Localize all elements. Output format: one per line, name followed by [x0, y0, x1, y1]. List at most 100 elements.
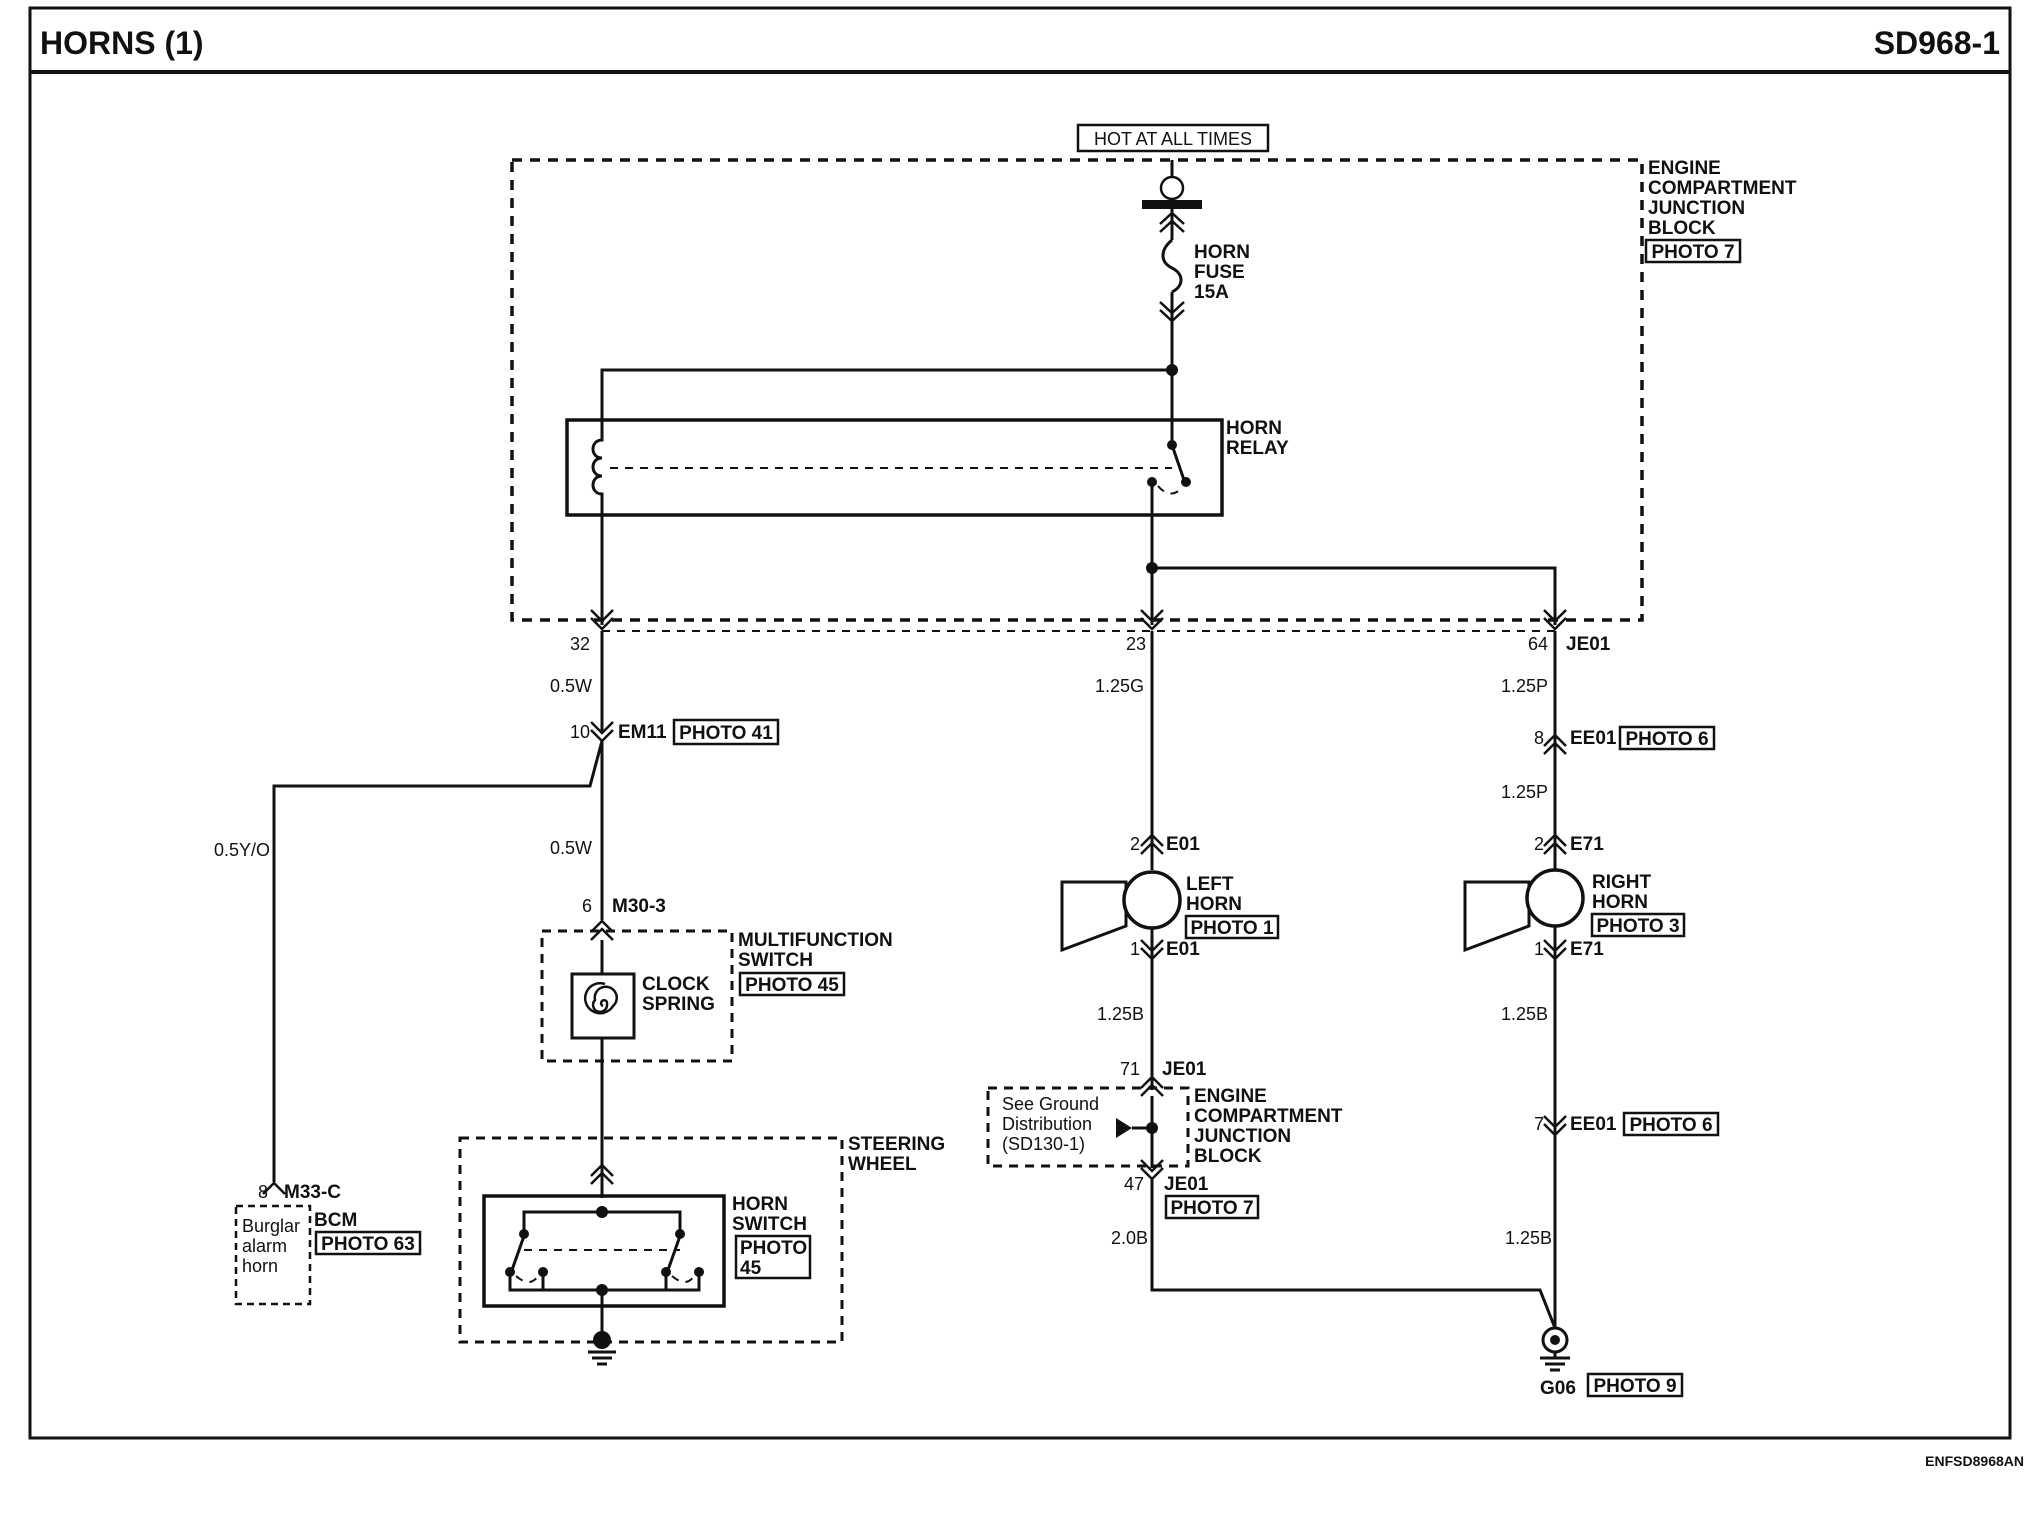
svg-text:PHOTO: PHOTO: [740, 1238, 807, 1259]
svg-text:(SD130-1): (SD130-1): [1002, 1134, 1085, 1154]
svg-text:Burglar: Burglar: [242, 1216, 300, 1236]
right-horn-icon: [1463, 868, 1585, 953]
connector-label: E01: [1166, 939, 1200, 960]
wire-label: 1.25B: [1505, 1228, 1552, 1248]
fuse-icon: [1161, 238, 1183, 294]
horn-switch-contacts-icon: [505, 1206, 704, 1296]
connector-icon: [1543, 1115, 1567, 1137]
connector-label: EE01: [1570, 728, 1617, 749]
horn-relay-box: [565, 418, 1224, 517]
wire-label: 1.25P: [1501, 782, 1548, 802]
pin-label: 1: [1130, 939, 1140, 959]
photo-ref: PHOTO 7: [1170, 1198, 1253, 1219]
svg-text:HORN: HORN: [1226, 418, 1282, 439]
pin-label: 1: [1534, 939, 1544, 959]
ground-ref-label: See Ground Distribution (SD130-1): [1002, 1094, 1099, 1154]
wire-label: 1.25B: [1097, 1004, 1144, 1024]
svg-text:HORN: HORN: [1186, 894, 1242, 915]
connector-label: EE01: [1570, 1114, 1617, 1135]
relay-coil-icon: [591, 430, 604, 625]
wire-label: 2.0B: [1111, 1228, 1148, 1248]
svg-text:JUNCTION: JUNCTION: [1648, 198, 1745, 219]
connector-label: M33-C: [284, 1182, 341, 1203]
svg-text:BLOCK: BLOCK: [1194, 1146, 1262, 1167]
svg-text:RIGHT: RIGHT: [1592, 872, 1652, 893]
svg-text:ENGINE: ENGINE: [1194, 1086, 1267, 1107]
ecjb2-label: ENGINE COMPARTMENT JUNCTION BLOCK: [1194, 1086, 1343, 1167]
connector-label: JE01: [1566, 634, 1611, 655]
svg-text:SWITCH: SWITCH: [738, 950, 813, 971]
photo-ref: PHOTO 6: [1625, 729, 1708, 750]
bcm-box: [234, 1204, 312, 1306]
steering-wheel-label: STEERING WHEEL: [848, 1134, 945, 1175]
photo-ref: PHOTO 63: [321, 1234, 415, 1255]
connector-icon: [1543, 733, 1567, 755]
fuse-label: HORN FUSE 15A: [1194, 242, 1250, 303]
ground-ref-box: [986, 1086, 1190, 1168]
wire-label: 1.25B: [1501, 1004, 1548, 1024]
connector-label: E71: [1570, 939, 1604, 960]
svg-text:JUNCTION: JUNCTION: [1194, 1126, 1291, 1147]
wire-label: 1.25P: [1501, 676, 1548, 696]
page-frame: [28, 6, 2012, 1440]
connector-icon: [1140, 833, 1164, 855]
wire-label: 0.5W: [550, 838, 592, 858]
svg-text:Distribution: Distribution: [1002, 1114, 1092, 1134]
right-horn-label: RIGHT HORN PHOTO 3: [1590, 872, 1686, 938]
page-code: SD968-1: [1874, 25, 2000, 61]
svg-text:PHOTO 45: PHOTO 45: [745, 975, 839, 996]
svg-text:45: 45: [740, 1258, 762, 1279]
bcm-label: BCM: [314, 1210, 357, 1231]
footer-code: ENFSD8968AN: [1925, 1453, 2024, 1469]
pin-label: 2: [1130, 834, 1140, 854]
svg-text:FUSE: FUSE: [1194, 262, 1245, 283]
svg-text:PHOTO 1: PHOTO 1: [1190, 918, 1273, 939]
connector-icon: [1543, 939, 1567, 961]
pin-label: 71: [1120, 1059, 1140, 1079]
pin-label: 47: [1124, 1174, 1144, 1194]
connector-icon: [1159, 301, 1185, 323]
power-label: HOT AT ALL TIMES: [1094, 129, 1252, 149]
steering-wheel-outline: [458, 1136, 844, 1344]
multifunction-switch-label: MULTIFUNCTION SWITCH PHOTO 45: [738, 930, 893, 997]
connector-icon: [262, 1181, 286, 1195]
connector-icon: [1140, 609, 1164, 631]
horn-switch-label: HORN SWITCH PHOTO 45: [732, 1194, 812, 1280]
svg-text:alarm: alarm: [242, 1236, 287, 1256]
photo-ref: PHOTO 6: [1629, 1115, 1712, 1136]
ground-icon: [588, 1331, 616, 1366]
photo-ref: PHOTO 41: [679, 723, 773, 744]
connector-label: JE01: [1164, 1174, 1209, 1195]
svg-text:LEFT: LEFT: [1186, 874, 1234, 895]
svg-text:HORN: HORN: [1592, 892, 1648, 913]
connector-icon: [590, 1163, 614, 1185]
pin-label: 32: [570, 634, 590, 654]
horn-switch-box: [482, 1194, 726, 1308]
horn-relay-label: HORN RELAY: [1226, 418, 1289, 459]
photo-ref: PHOTO 9: [1593, 1376, 1676, 1397]
wire-label: 1.25G: [1095, 676, 1144, 696]
connector-icon: [590, 919, 614, 941]
pin-label: 8: [1534, 728, 1544, 748]
svg-text:15A: 15A: [1194, 282, 1229, 303]
ground-label: G06: [1540, 1378, 1576, 1399]
svg-text:WHEEL: WHEEL: [848, 1154, 917, 1175]
pin-label: 2: [1534, 834, 1544, 854]
svg-text:COMPARTMENT: COMPARTMENT: [1648, 178, 1797, 199]
pin-label: 8: [258, 1182, 268, 1202]
connector-icon: [1140, 1075, 1164, 1097]
connector-label: JE01: [1162, 1059, 1207, 1080]
pin-label: 64: [1528, 634, 1548, 654]
wire-label: 0.5W: [550, 676, 592, 696]
svg-text:PHOTO 3: PHOTO 3: [1596, 916, 1679, 937]
connector-icon: [1140, 939, 1164, 961]
wire-label: 0.5Y/O: [214, 840, 270, 860]
svg-text:COMPARTMENT: COMPARTMENT: [1194, 1106, 1343, 1127]
pin-label: 10: [570, 722, 590, 742]
clock-spring-icon: [583, 982, 618, 1015]
connector-label: E01: [1166, 834, 1200, 855]
pin-label: 23: [1126, 634, 1146, 654]
ecjb-outline: [510, 158, 1644, 622]
connector-icon: [1543, 833, 1567, 855]
